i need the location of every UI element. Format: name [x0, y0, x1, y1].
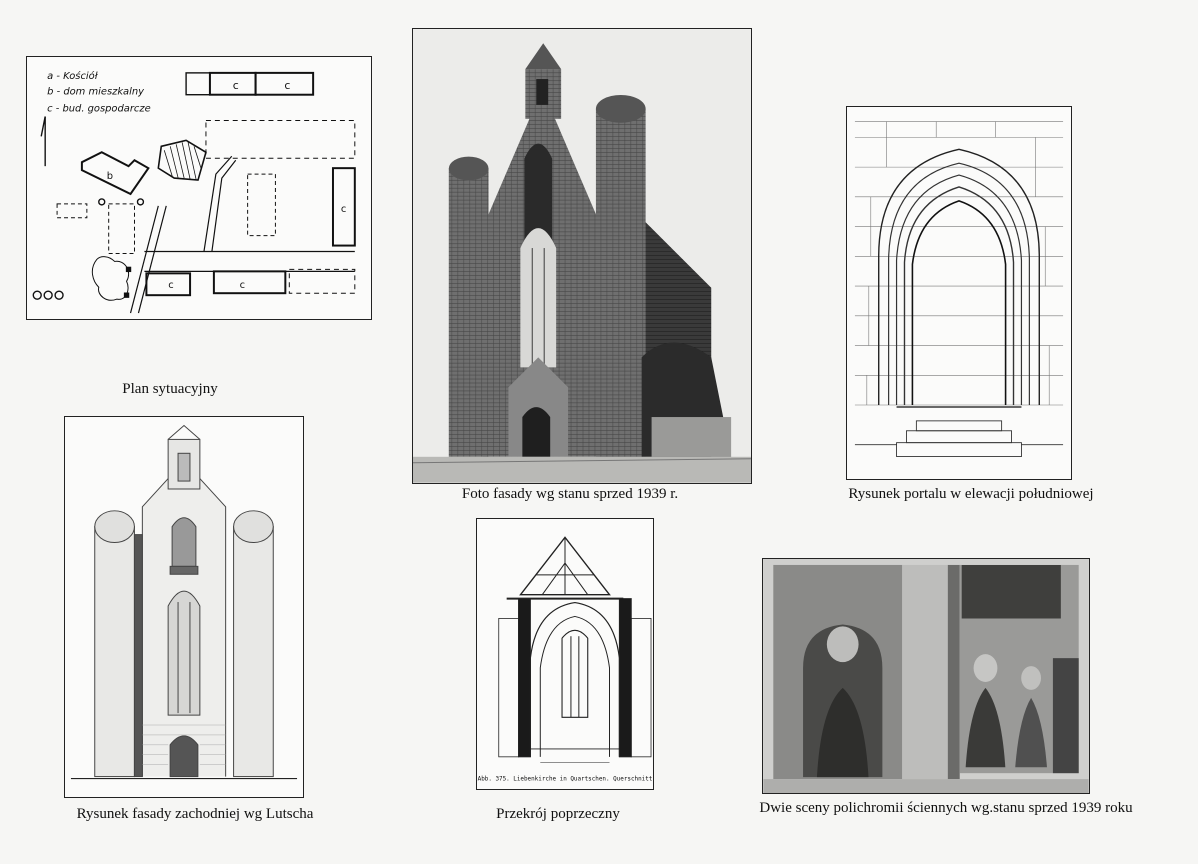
polychrome-panel	[762, 558, 1090, 794]
cross-section-inscription: Abb. 375. Liebenkirche in Quartschen. Qu…	[478, 776, 653, 783]
label-b: b	[107, 171, 113, 182]
caption-cross-section: Przekrój poprzeczny	[496, 806, 620, 822]
legend-a: a - Kościół	[47, 70, 99, 82]
facade-photo	[413, 29, 751, 483]
caption-west-facade: Rysunek fasady zachodniej wg Lutscha	[76, 806, 314, 822]
site-plan-drawing: a - Kościół b - dom mieszkalny c - bud. …	[32, 70, 356, 314]
caption-site-plan: Plan sytuacyjny	[122, 381, 218, 397]
label-c: c	[240, 280, 245, 291]
label-c: c	[168, 280, 173, 291]
facade-photo-panel	[412, 28, 752, 484]
label-c: c	[284, 79, 290, 92]
caption-polychrome: Dwie sceny polichromii ściennych wg.stan…	[759, 800, 1133, 816]
cross-section-panel: Abb. 375. Liebenkirche in Quartschen. Qu…	[476, 518, 654, 790]
site-plan-panel: a - Kościół b - dom mieszkalny c - bud. …	[26, 56, 372, 320]
label-c: c	[341, 204, 346, 215]
caption-portal-drawing: Rysunek portalu w elewacji południowej	[848, 486, 1094, 502]
legend-b: b - dom mieszkalny	[47, 87, 144, 98]
label-c: c	[233, 79, 239, 92]
west-facade-drawing	[70, 424, 298, 780]
portal-drawing-panel	[846, 106, 1072, 480]
polychrome-photo	[763, 559, 1089, 793]
legend-c: c - bud. gospodarcze	[47, 104, 151, 115]
portal-drawing	[854, 121, 1064, 457]
cross-section-drawing: Abb. 375. Liebenkirche in Quartschen. Qu…	[478, 536, 653, 783]
west-facade-panel	[64, 416, 304, 798]
caption-facade-photo: Foto fasady wg stanu sprzed 1939 r.	[461, 486, 679, 502]
